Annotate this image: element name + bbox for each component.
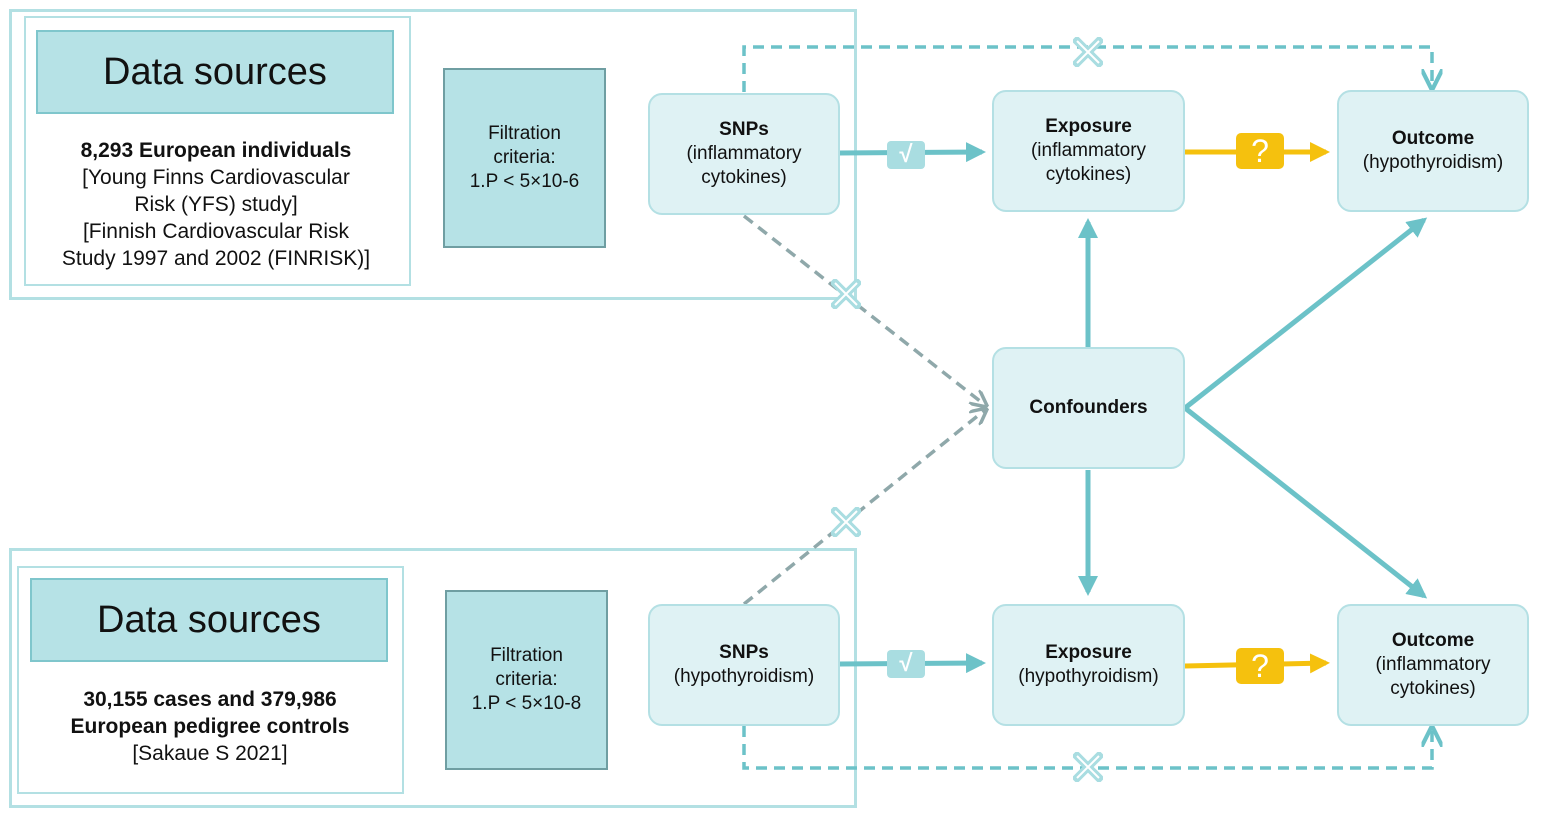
- bottom-source-bold: European pedigree controls: [70, 715, 350, 738]
- node-subtitle: (inflammatory: [686, 143, 802, 164]
- arrow-confounders-outcome-bottom: [1183, 406, 1428, 599]
- bottom-outcome-node: Outcome (inflammatory cytokines): [1337, 604, 1529, 726]
- top-source-line: [Finnish Cardiovascular Risk: [82, 220, 350, 243]
- arrow-confounders-outcome-top: [1183, 217, 1428, 410]
- top-source-line: Risk (YFS) study]: [134, 193, 298, 216]
- top-outcome-node: Outcome (hypothyroidism): [1337, 90, 1529, 212]
- node-subtitle: (hypothyroidism): [1018, 666, 1159, 687]
- bottom-panel-outer: [9, 548, 857, 808]
- node-subtitle: (hypothyroidism): [1362, 152, 1504, 173]
- cross-mark-icon: [1073, 37, 1103, 67]
- filter-line: Filtration: [490, 645, 563, 666]
- node-title: Exposure: [1045, 116, 1132, 137]
- bottom-data-sources-title: Data sources: [30, 578, 388, 662]
- top-source-description: 8,293 European individuals [Young Finns …: [30, 137, 402, 272]
- node-subtitle: cytokines): [701, 167, 787, 188]
- top-source-line: [Young Finns Cardiovascular: [82, 166, 350, 189]
- top-source-bold: 8,293 European individuals: [80, 139, 352, 162]
- filter-line: 1.P < 5×10-6: [469, 171, 580, 192]
- confounders-node: Confounders: [992, 347, 1185, 469]
- node-title: SNPs: [719, 119, 769, 140]
- cross-mark-icon: [1073, 752, 1103, 782]
- node-title: Outcome: [1391, 128, 1475, 149]
- question-mark-icon: ?: [1236, 648, 1284, 684]
- check-mark-icon: √: [887, 650, 925, 678]
- cross-mark-icon: [831, 507, 861, 537]
- check-mark-icon: √: [887, 141, 925, 169]
- top-filtration-box: Filtration criteria: 1.P < 5×10-6: [443, 68, 606, 248]
- bottom-exposure-node: Exposure (hypothyroidism): [992, 604, 1185, 726]
- top-data-sources-title: Data sources: [36, 30, 394, 114]
- cross-mark-icon: [831, 279, 861, 309]
- node-subtitle: (inflammatory: [1375, 654, 1491, 675]
- node-title: SNPs: [719, 642, 769, 663]
- question-mark-icon: ?: [1236, 133, 1284, 169]
- bottom-filtration-box: Filtration criteria: 1.P < 5×10-8: [445, 590, 608, 770]
- top-source-line: Study 1997 and 2002 (FINRISK)]: [61, 247, 371, 270]
- bottom-source-bold: 30,155 cases and 379,986: [83, 688, 337, 711]
- top-snps-node: SNPs (inflammatory cytokines): [648, 93, 840, 215]
- node-subtitle: (inflammatory: [1030, 140, 1147, 161]
- bottom-snps-node: SNPs (hypothyroidism): [648, 604, 840, 726]
- bottom-source-description: 30,155 cases and 379,986 European pedigr…: [24, 686, 396, 767]
- node-title: Exposure: [1045, 642, 1132, 663]
- node-title: Outcome: [1391, 630, 1475, 651]
- filter-line: 1.P < 5×10-8: [471, 693, 582, 714]
- node-subtitle: cytokines): [1390, 678, 1476, 699]
- filter-line: Filtration: [488, 123, 561, 144]
- filter-line: criteria:: [493, 147, 556, 168]
- node-subtitle: (hypothyroidism): [673, 666, 815, 687]
- node-subtitle: cytokines): [1045, 164, 1132, 185]
- top-exposure-node: Exposure (inflammatory cytokines): [992, 90, 1185, 212]
- node-title: Confounders: [1029, 397, 1148, 418]
- filter-line: criteria:: [495, 669, 558, 690]
- bottom-source-line: [Sakaue S 2021]: [132, 742, 288, 765]
